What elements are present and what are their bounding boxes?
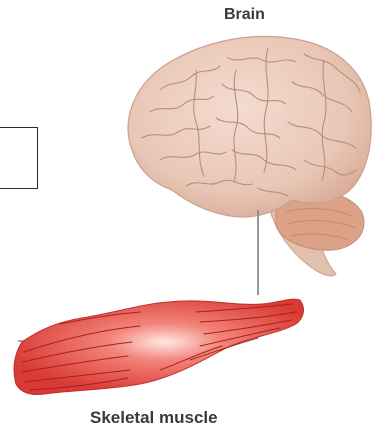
cerebrum <box>128 36 371 217</box>
skeletal-muscle-label: Skeletal muscle <box>90 408 218 428</box>
skeletal-muscle <box>14 299 303 394</box>
